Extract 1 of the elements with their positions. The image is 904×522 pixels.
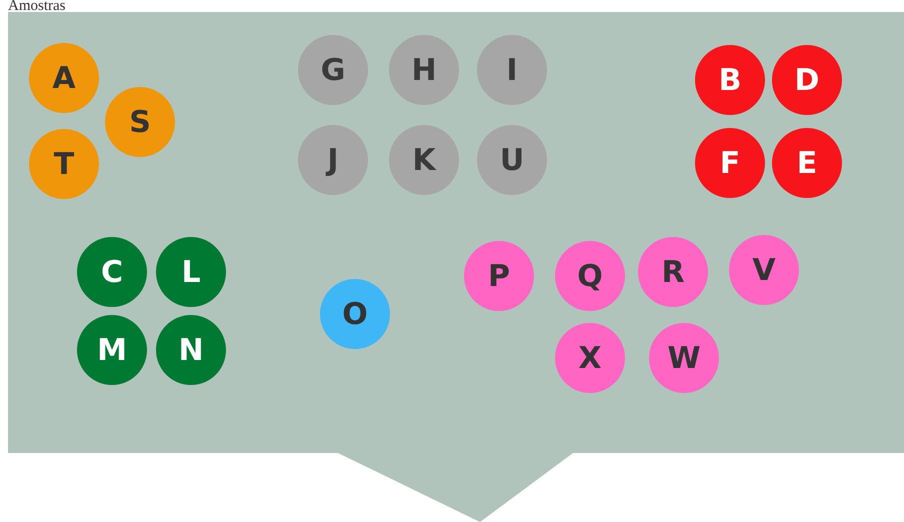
panel-heading: Amostras [8, 0, 66, 14]
